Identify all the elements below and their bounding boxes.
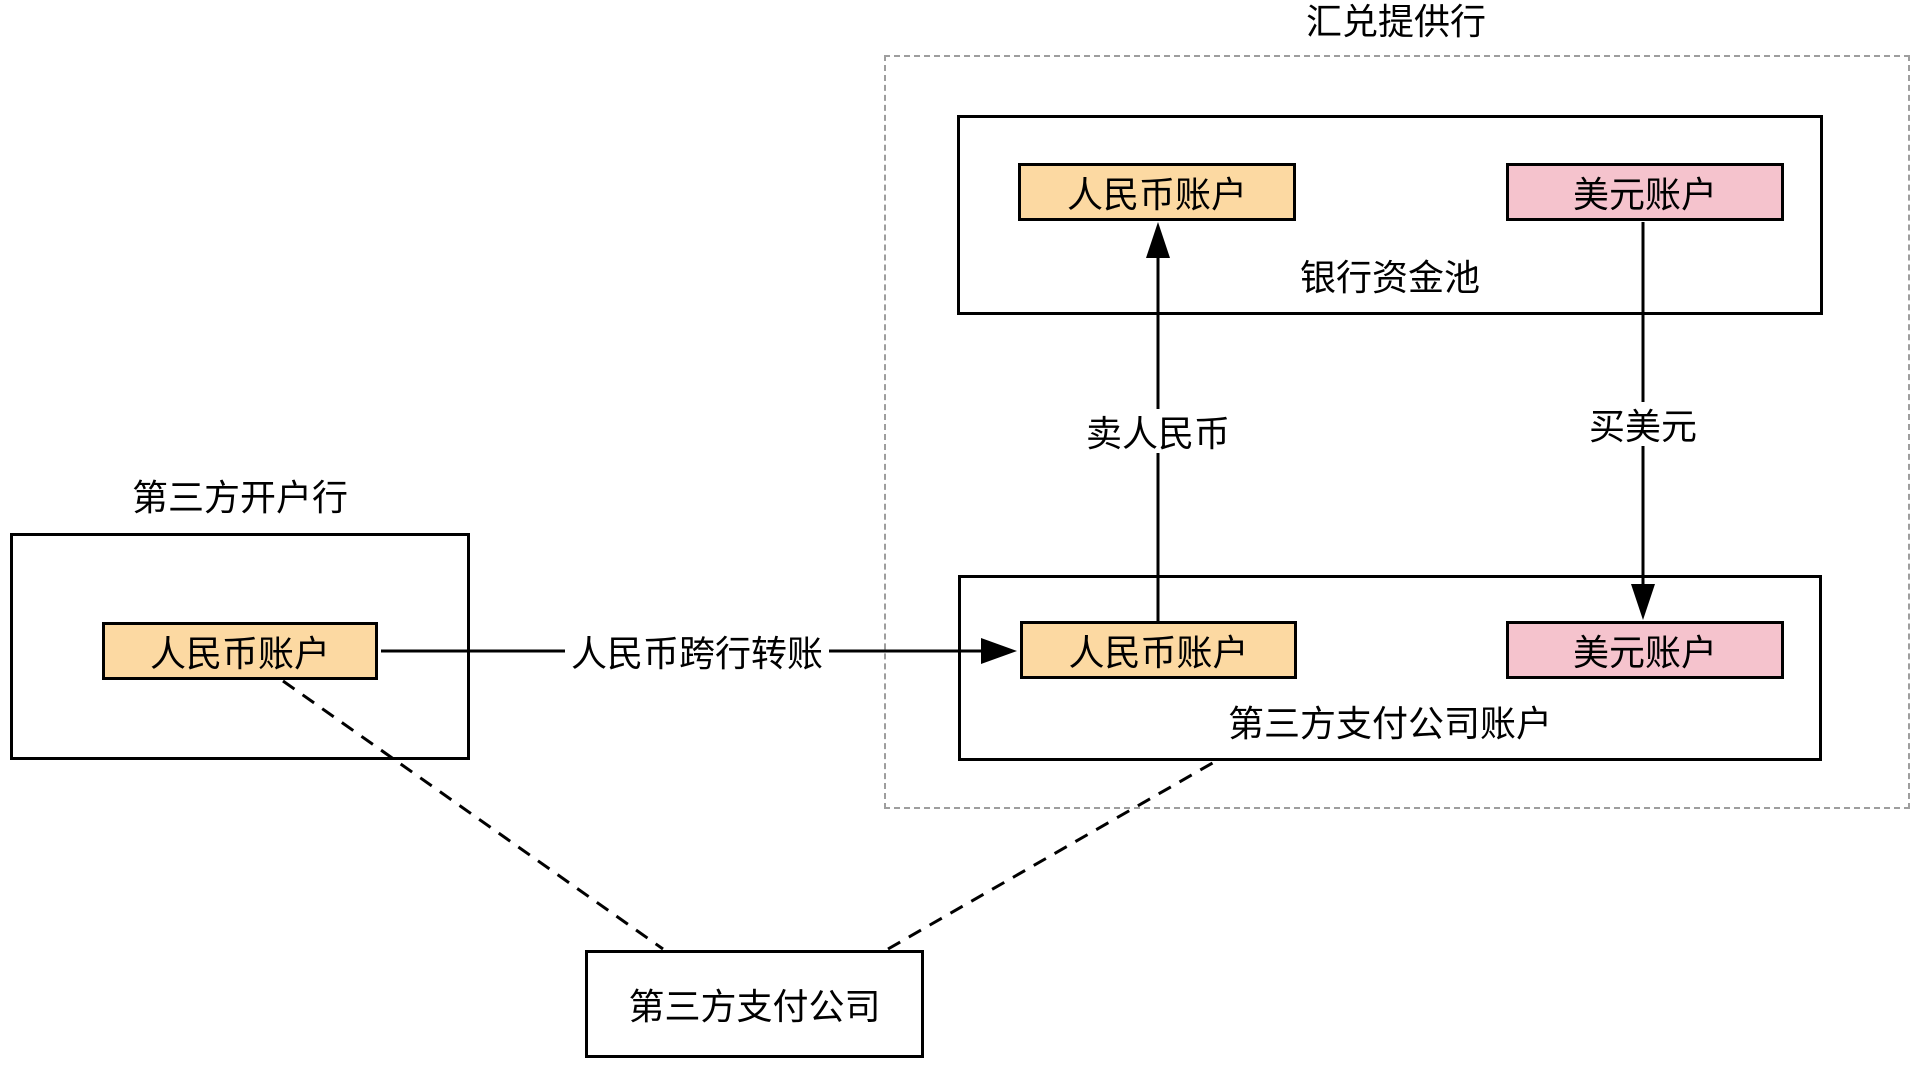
bank-pool-label: 银行资金池 xyxy=(1299,257,1480,298)
bank-pool-box: 银行资金池 xyxy=(957,115,1823,315)
exchange-provider-group-box xyxy=(884,55,1910,809)
sell-rmb-label: 卖人民币 xyxy=(1078,409,1238,454)
bank-pool-rmb-account-node: 人民币账户 xyxy=(1018,163,1296,221)
third-party-bank-rmb-account-node: 人民币账户 xyxy=(102,622,378,680)
third-party-company-node: 第三方支付公司 xyxy=(585,950,924,1058)
exchange-provider-title: 汇兑提供行 xyxy=(1305,1,1486,42)
third-party-bank-box xyxy=(10,533,470,760)
bank-pool-usd-account-node: 美元账户 xyxy=(1506,163,1784,221)
tpp-usd-account-node: 美元账户 xyxy=(1506,621,1784,679)
third-party-bank-title: 第三方开户行 xyxy=(131,477,348,518)
interbank-transfer-label: 人民币跨行转账 xyxy=(565,629,829,674)
tpp-rmb-account-node: 人民币账户 xyxy=(1020,621,1297,679)
buy-usd-label: 买美元 xyxy=(1581,402,1705,447)
tpp-accounts-box: 第三方支付公司账户 xyxy=(958,575,1822,761)
tpp-accounts-label: 第三方支付公司账户 xyxy=(1227,703,1552,744)
